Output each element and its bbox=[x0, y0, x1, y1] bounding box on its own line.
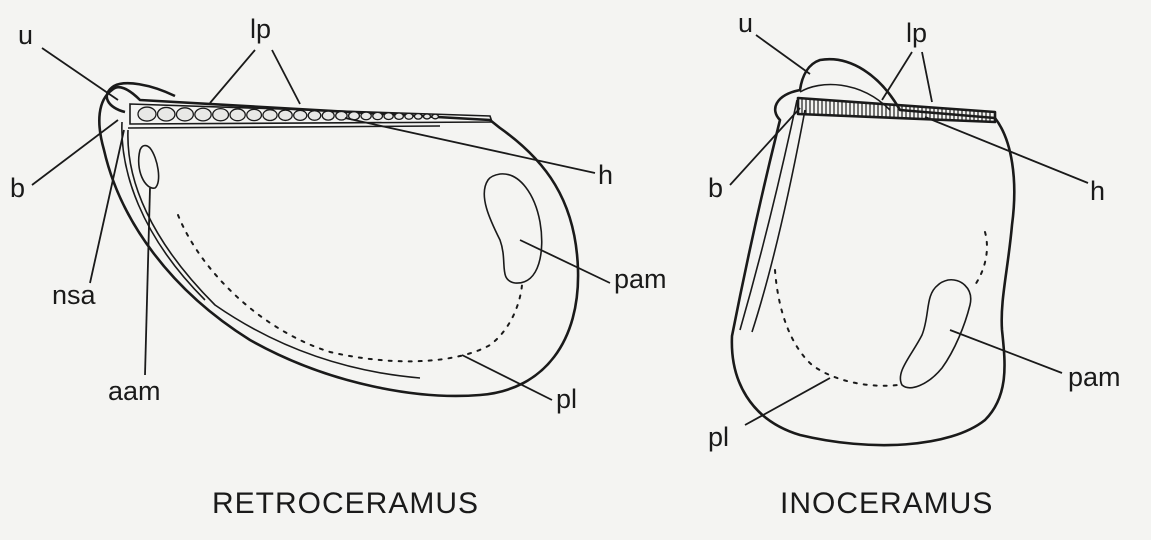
retroceramus-u-leader bbox=[42, 48, 118, 100]
inoceramus-h-leader bbox=[925, 117, 1088, 183]
retroceramus-nsa-leader bbox=[90, 130, 124, 283]
inoceramus-label-h: h bbox=[1090, 176, 1105, 206]
inoceramus-lp-leader-2 bbox=[922, 52, 932, 102]
inoceramus-pam-leader bbox=[950, 330, 1062, 373]
ligament-pit bbox=[361, 112, 371, 120]
retroceramus-lp-leader-2 bbox=[272, 50, 300, 104]
retroceramus-pallial-line bbox=[178, 215, 522, 361]
ligament-pit bbox=[308, 111, 321, 121]
ligament-pit bbox=[195, 108, 211, 121]
inoceramus-b-leader bbox=[730, 108, 800, 185]
inoceramus-pallial-line bbox=[775, 270, 898, 386]
retroceramus-label-aam: aam bbox=[108, 376, 161, 406]
retroceramus-title: RETROCERAMUS bbox=[212, 487, 479, 520]
ligament-pit bbox=[230, 109, 245, 121]
retroceramus-label-lp: lp bbox=[250, 14, 271, 44]
ligament-pit bbox=[213, 109, 229, 121]
retroceramus-pl-leader bbox=[462, 355, 552, 400]
inoceramus-title: INOCERAMUS bbox=[780, 487, 993, 520]
retroceramus-pam-scar bbox=[484, 174, 542, 283]
ligament-pit bbox=[158, 107, 175, 121]
retroceramus-inner-margin bbox=[122, 122, 205, 300]
retroceramus-label-u: u bbox=[18, 20, 33, 50]
inoceramus-anterior-keel-2 bbox=[752, 110, 805, 332]
ligament-pit bbox=[279, 110, 293, 120]
inoceramus-label-b: b bbox=[708, 173, 723, 203]
inoceramus-anterior-keel bbox=[740, 100, 797, 330]
inoceramus-label-u: u bbox=[738, 8, 753, 38]
ligament-pit bbox=[405, 113, 413, 119]
ligament-pit bbox=[294, 110, 307, 120]
retroceramus-figure: u lp b h nsa aam pam pl RETROCERAMUS bbox=[10, 14, 667, 520]
ligament-pit bbox=[414, 114, 422, 119]
inoceramus-lp-leader-1 bbox=[882, 52, 912, 100]
inoceramus-label-pl: pl bbox=[708, 422, 729, 452]
retroceramus-aam-leader bbox=[145, 188, 150, 375]
ligament-pit bbox=[322, 111, 334, 120]
retroceramus-h-leader bbox=[345, 118, 595, 173]
retroceramus-label-b: b bbox=[10, 173, 25, 203]
ligament-pit bbox=[263, 110, 277, 121]
ligament-pit bbox=[395, 113, 404, 119]
ligament-pit bbox=[384, 113, 393, 120]
retroceramus-aam-scar bbox=[139, 146, 159, 189]
ligament-pit bbox=[138, 107, 156, 121]
retroceramus-lp-leader-1 bbox=[210, 50, 255, 103]
inoceramus-u-leader bbox=[756, 35, 810, 74]
inoceramus-label-lp: lp bbox=[906, 18, 927, 48]
retroceramus-label-h: h bbox=[598, 160, 613, 190]
retroceramus-pam-leader bbox=[520, 240, 610, 283]
retroceramus-shell-outline bbox=[99, 87, 578, 396]
retroceramus-label-pl: pl bbox=[556, 384, 577, 414]
ligament-pit bbox=[373, 112, 383, 119]
retroceramus-inner-margin-2 bbox=[128, 130, 420, 378]
ligament-pit bbox=[424, 114, 431, 119]
inoceramus-pallial-line-2 bbox=[975, 232, 987, 285]
retroceramus-label-nsa: nsa bbox=[52, 280, 97, 310]
ligament-pit bbox=[176, 108, 193, 121]
inoceramus-figure: u lp b h pam pl INOCERAMUS bbox=[708, 8, 1121, 520]
retroceramus-label-pam: pam bbox=[614, 264, 667, 294]
ligament-pit bbox=[432, 114, 438, 119]
inoceramus-label-pam: pam bbox=[1068, 362, 1121, 392]
inoceramus-pl-leader bbox=[745, 378, 830, 425]
ligament-pit bbox=[247, 109, 262, 120]
